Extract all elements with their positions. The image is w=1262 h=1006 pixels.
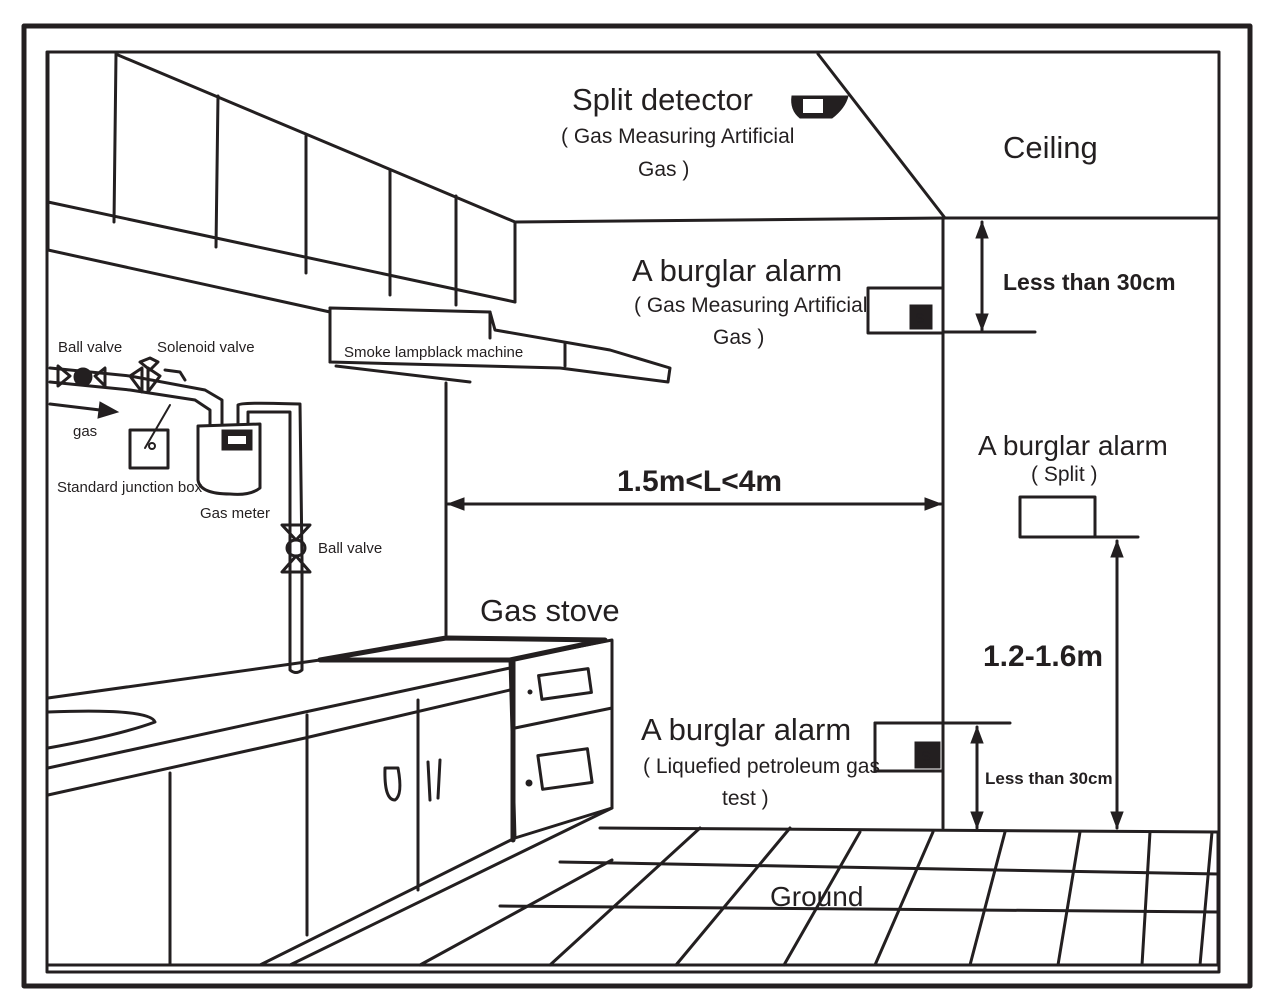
svg-text:S: S bbox=[915, 310, 924, 326]
ball-valve-right-icon: Ball valve bbox=[280, 523, 382, 574]
less-than-30cm-bottom: Less than 30cm bbox=[985, 769, 1113, 788]
burglar-alarm-top: S A burglar alarm ( Gas Measuring Artifi… bbox=[632, 253, 1037, 349]
burglar-alarm-bottom-title: A burglar alarm bbox=[641, 712, 851, 747]
burglar-alarm-split-title: A burglar alarm bbox=[978, 430, 1168, 461]
ball-valve-right-label: Ball valve bbox=[318, 540, 382, 557]
solenoid-valve-label: Solenoid valve bbox=[157, 339, 255, 356]
split-detector-note-1: ( Gas Measuring Artificial bbox=[561, 125, 794, 148]
svg-text:S: S bbox=[921, 748, 930, 764]
base-cabinets bbox=[46, 658, 1220, 967]
burglar-alarm-top-note-2: Gas ) bbox=[713, 326, 764, 349]
inner-frame bbox=[45, 50, 1221, 974]
less-than-30cm-top: Less than 30cm bbox=[1003, 269, 1176, 295]
ball-valve-left-label: Ball valve bbox=[58, 339, 122, 356]
dimension-distance-L: 1.5m<L<4m bbox=[446, 465, 943, 511]
split-detector-title: Split detector bbox=[572, 82, 753, 117]
burglar-alarm-top-title: A burglar alarm bbox=[632, 253, 842, 288]
split-detector-icon: Split detector ( Gas Measuring Artificia… bbox=[561, 82, 849, 181]
ceiling-label: Ceiling bbox=[1003, 130, 1098, 165]
dimension-bottom-30cm: Less than 30cm bbox=[970, 725, 1113, 830]
burglar-alarm-bottom-note-1: ( Liquefied petroleum gas bbox=[643, 755, 880, 778]
gas-piping: Ball valve Solenoid valve gas bbox=[48, 339, 382, 667]
floor-tiles: Ground bbox=[428, 826, 1220, 967]
height-range-label: 1.2-1.6m bbox=[983, 640, 1103, 673]
dimension-height: 1.2-1.6m bbox=[983, 539, 1124, 830]
gas-meter-label: Gas meter bbox=[200, 505, 270, 522]
gas-stove-label: Gas stove bbox=[480, 593, 620, 628]
burglar-alarm-split-note: ( Split ) bbox=[1031, 463, 1098, 486]
split-detector-note-2: Gas ) bbox=[638, 158, 689, 181]
gas-meter-icon: Gas meter bbox=[196, 422, 270, 522]
burglar-alarm-bottom-note-2: test ) bbox=[722, 787, 769, 810]
burglar-alarm-bottom: S A burglar alarm ( Liquefied petroleum … bbox=[641, 712, 1012, 810]
gas-flow-label: gas bbox=[73, 423, 97, 440]
outer-frame bbox=[21, 23, 1253, 989]
gas-flow-arrow: gas bbox=[48, 401, 120, 440]
ceiling-area bbox=[513, 52, 1220, 224]
junction-box-label: Standard junction box bbox=[57, 479, 203, 496]
distance-range-label: 1.5m<L<4m bbox=[617, 465, 782, 498]
upper-cabinets bbox=[46, 50, 517, 314]
burglar-alarm-split: A burglar alarm ( Split ) bbox=[978, 430, 1168, 539]
smoke-machine-label: Smoke lampblack machine bbox=[344, 344, 523, 361]
ground-label: Ground bbox=[770, 881, 863, 912]
solenoid-valve-icon bbox=[128, 356, 187, 394]
gas-stove: Gas stove bbox=[317, 593, 620, 843]
smoke-lampblack-machine: Smoke lampblack machine bbox=[328, 306, 672, 384]
dimension-top-30cm: Less than 30cm bbox=[975, 220, 1176, 332]
junction-box-icon: Standard junction box bbox=[57, 404, 203, 496]
ball-valve-left-icon bbox=[56, 364, 107, 388]
burglar-alarm-top-note-1: ( Gas Measuring Artificial bbox=[634, 294, 867, 317]
